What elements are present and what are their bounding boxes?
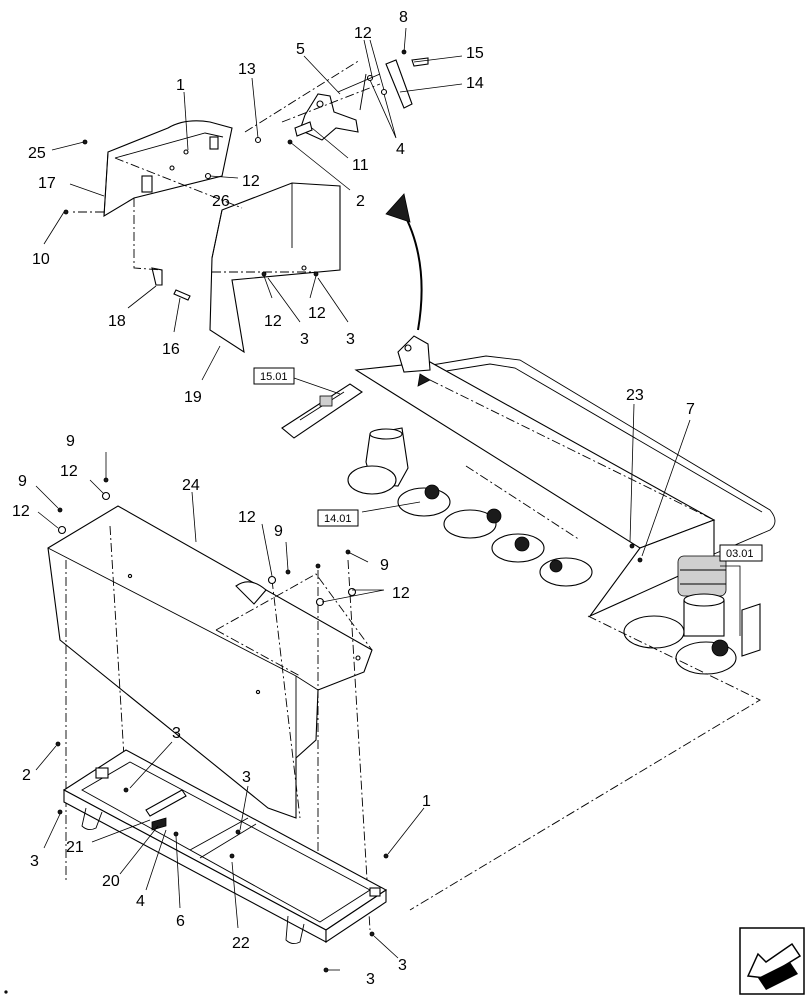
callout-20: 20: [102, 873, 120, 890]
callout-8: 8: [399, 9, 408, 26]
callout-1: 1: [176, 77, 185, 94]
callout-23: 23: [626, 387, 644, 404]
hardware-markers: [55, 49, 643, 973]
reference-label: 03.01: [726, 548, 754, 560]
callout-4: 4: [396, 141, 405, 158]
reference-box-03-01[interactable]: 03.01: [719, 544, 763, 562]
callout-13: 13: [238, 61, 256, 78]
leader-lines: [35, 27, 741, 971]
callout-9: 9: [380, 557, 389, 574]
callout-6: 6: [176, 913, 185, 930]
callout-18: 18: [108, 313, 126, 330]
upper-shield-assembly: [70, 57, 429, 354]
callout-3: 3: [398, 957, 407, 974]
mower-cutterbar-assembly: [281, 335, 776, 911]
callout-5: 5: [296, 41, 305, 58]
callout-7: 7: [686, 401, 695, 418]
callout-3: 3: [300, 331, 309, 348]
callout-15: 15: [466, 45, 484, 62]
callout-12: 12: [308, 305, 326, 322]
callout-2: 2: [22, 767, 31, 784]
callout-22: 22: [232, 935, 250, 952]
reference-box-14-01[interactable]: 14.01: [317, 509, 359, 527]
callout-25: 25: [28, 145, 46, 162]
reference-box-15-01[interactable]: 15.01: [253, 367, 295, 385]
callout-19: 19: [184, 389, 202, 406]
callout-9: 9: [66, 433, 75, 450]
back-arrow-icon[interactable]: [739, 927, 805, 995]
callout-12: 12: [392, 585, 410, 602]
callout-12: 12: [264, 313, 282, 330]
callout-9: 9: [18, 473, 27, 490]
callout-16: 16: [162, 341, 180, 358]
callout-1: 1: [422, 793, 431, 810]
callout-3: 3: [366, 971, 375, 988]
bottom-frame-assembly: [62, 749, 388, 945]
callout-labels: 8 12 5 15 13 1 14 25 4 11 17 12 26 2 10 …: [12, 9, 695, 988]
assembly-direction-arrow: [385, 193, 423, 331]
callout-3: 3: [346, 331, 355, 348]
callout-3: 3: [172, 725, 181, 742]
reference-label: 14.01: [324, 513, 352, 525]
callout-3: 3: [242, 769, 251, 786]
callout-12: 12: [60, 463, 78, 480]
callout-4: 4: [136, 893, 145, 910]
reference-label: 15.01: [260, 371, 288, 383]
callout-12: 12: [354, 25, 372, 42]
callout-14: 14: [466, 75, 484, 92]
callout-12: 12: [12, 503, 30, 520]
callout-26: 26: [212, 193, 230, 210]
callout-24: 24: [182, 477, 200, 494]
callout-2: 2: [356, 193, 365, 210]
callout-21: 21: [66, 839, 84, 856]
callout-11: 11: [352, 157, 369, 174]
callout-10: 10: [32, 251, 50, 268]
callout-9: 9: [274, 523, 283, 540]
callout-3: 3: [30, 853, 39, 870]
right-gearbox: [677, 555, 761, 657]
callout-17: 17: [38, 175, 56, 192]
reference-boxes: 15.01 14.01 03.01: [253, 367, 763, 562]
callout-12: 12: [242, 173, 260, 190]
disc-cutters: [347, 465, 737, 675]
callout-12: 12: [238, 509, 256, 526]
